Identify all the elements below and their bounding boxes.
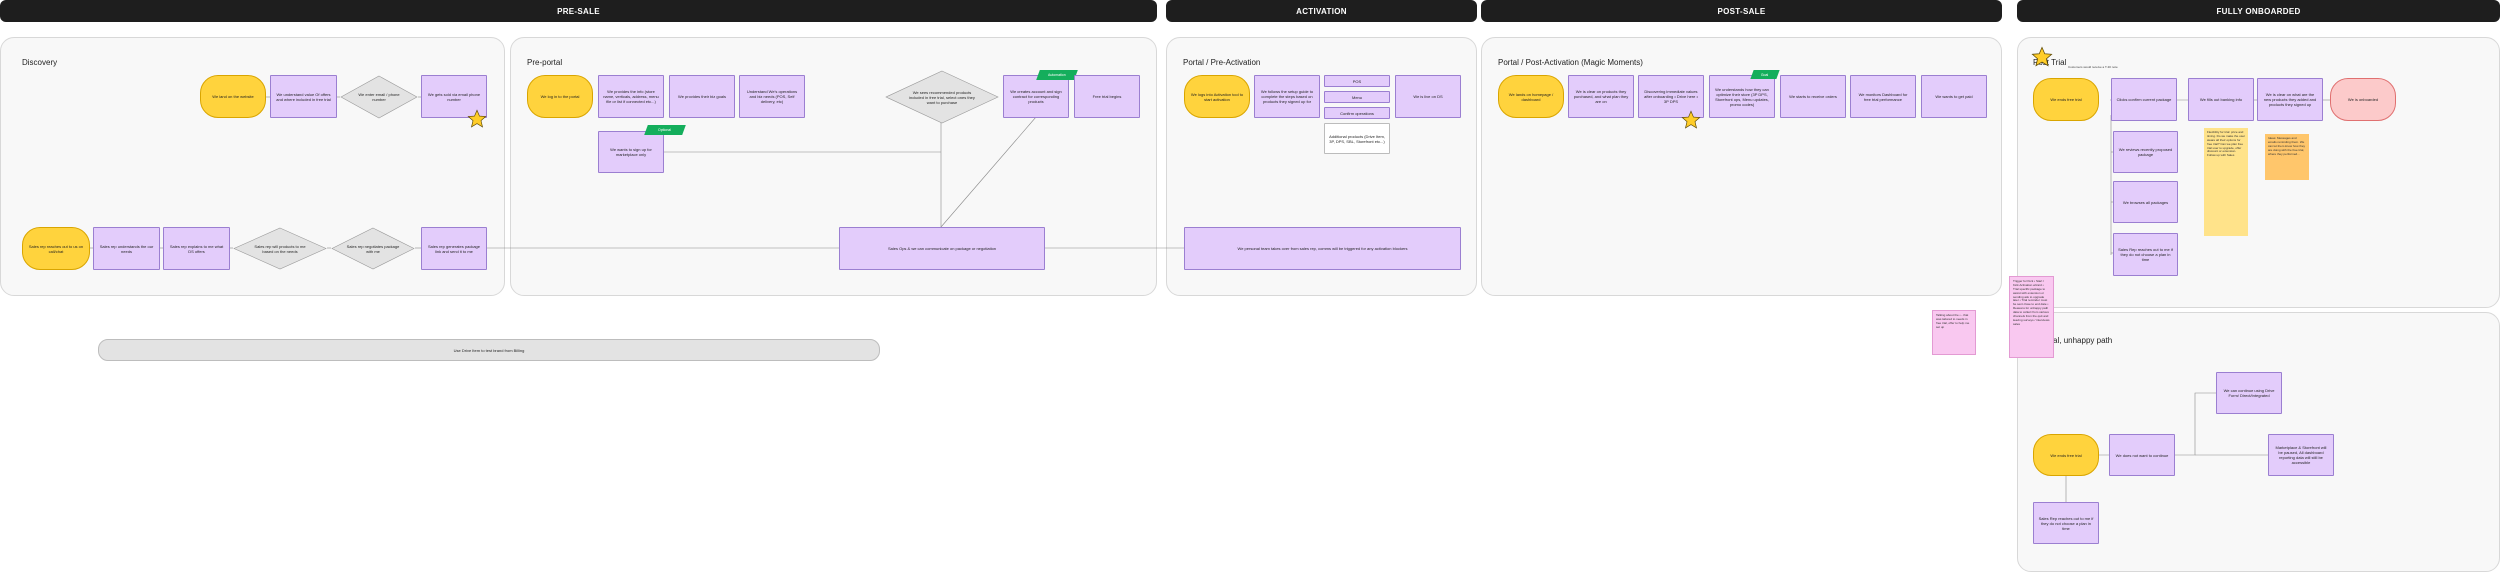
tag-optional: Optional xyxy=(644,125,686,135)
node-trial-begins: Free trial begins xyxy=(1074,75,1140,118)
sticky-yellow-note: Flexibility for trial: price and timing.… xyxy=(2204,128,2248,236)
star-icon xyxy=(467,109,487,128)
node-pos: POS xyxy=(1324,75,1390,87)
section-title-post-trial: Post Trial xyxy=(2033,58,2067,67)
sticky-pink-small: Talking about the • - that was tailored … xyxy=(1932,310,1976,355)
banner-postsale: POST-SALE xyxy=(1481,0,2002,22)
node-provide-goals: We provides their biz goals xyxy=(669,75,735,118)
section-title-pre-activation: Portal / Pre-Activation xyxy=(1183,58,1261,67)
note-upsell: Customers would receive a T-30 note xyxy=(2068,65,2118,69)
node-personal-team: We personal team takes over from sales r… xyxy=(1184,227,1461,270)
node-wants-paid: We wants to get paid xyxy=(1921,75,1987,118)
node-starts-orders: We starts to receive orders xyxy=(1780,75,1846,118)
sticky-pink-tall: Trigger for Kick • Start / Kick Activati… xyxy=(2009,276,2054,358)
node-pt-clear-all: We is clear on what are the new products… xyxy=(2257,78,2323,121)
node-login-portal: We log in to the portal xyxy=(527,75,593,118)
node-menu: Menu xyxy=(1324,91,1390,103)
node-sends-homepage: We lands on homepage / dashboard xyxy=(1498,75,1564,118)
node-pt-sales-reaches: Sales Rep reaches out to me if they do n… xyxy=(2113,233,2178,276)
banner-activation: ACTIVATION xyxy=(1166,0,1477,22)
node-pt-banking: We fills out banking info xyxy=(2188,78,2254,121)
tag-automation: Automation xyxy=(1036,70,1078,80)
node-uh-ends-trial: We ends free trial xyxy=(2033,434,2099,476)
section-title-discovery: Discovery xyxy=(22,58,58,67)
decision-recommended: We sees recommended products included in… xyxy=(885,70,999,124)
section-title-unhappy: Trial, unhappy path xyxy=(2044,336,2113,345)
decision-enter-email: We enter email / phone number xyxy=(340,75,418,119)
star-icon xyxy=(1681,110,1701,129)
node-addons: Additional products (Drive Item, 3P, DPS… xyxy=(1324,123,1390,154)
decision-enter-email-label: We enter email / phone number xyxy=(358,92,400,102)
node-uh-continue-drive: We can continue using Drive Form/ Direct… xyxy=(2216,372,2282,414)
node-sales-explains: Sales rep explains to me what DS offers xyxy=(163,227,230,270)
node-understand-ops: Understand We's operations and biz needs… xyxy=(739,75,805,118)
node-confirm-ops: Confirm operations xyxy=(1324,107,1390,119)
node-pt-ends-trial: We ends free trial xyxy=(2033,78,2099,121)
section-title-post-activation: Portal / Post-Activation (Magic Moments) xyxy=(1498,58,1643,67)
node-orders-products: We is clear on products they purchased, … xyxy=(1568,75,1634,118)
node-sales-ops: Sales Ops & we can communicate on packag… xyxy=(839,227,1045,270)
node-wants-signup: We wants to sign up for marketplace only xyxy=(598,131,664,173)
decision-sales-negotiate: Sales rep negotiates package with me xyxy=(331,227,415,270)
node-follows-guide: We follows the setup guide to complete t… xyxy=(1254,75,1320,118)
banner-presale: PRE-SALE xyxy=(0,0,1157,22)
tag-automation-label: Automation xyxy=(1048,73,1066,77)
decision-sales-tell-label: Sales rep will products to me based on t… xyxy=(254,243,306,254)
decision-recommended-label: We sees recommended products included in… xyxy=(909,89,975,105)
node-sales-generates: Sales rep generates package link and sen… xyxy=(421,227,487,270)
node-pt-browses: We browses all packages xyxy=(2113,181,2178,223)
node-sales-reaches: Sales rep reaches out to us on call/chat xyxy=(22,227,90,270)
node-gets-email: We gets sold via email phone number xyxy=(421,75,487,118)
node-pt-clicks-confirm: Clicks confirm current package xyxy=(2111,78,2177,121)
node-pt-onboarded: We is onboarded xyxy=(2330,78,2396,121)
node-live-on-ds: We is live on DS xyxy=(1395,75,1461,118)
node-sales-understands: Sales rep understands the our needs xyxy=(93,227,160,270)
node-uh-marketplace-paused: Marketplace & Storefront will be paused,… xyxy=(2268,434,2334,476)
tag-optional-label: Optional xyxy=(658,128,672,132)
node-understand-value: We understand value Of offers and where … xyxy=(270,75,337,118)
node-understands-tools: We understands how they can optimize the… xyxy=(1709,75,1775,118)
node-pt-reviews: We reviews recently proposed package xyxy=(2113,131,2178,173)
decision-sales-negotiate-label: Sales rep negotiates package with me xyxy=(346,243,400,254)
tag-goal: Goal xyxy=(1750,70,1780,79)
node-discovering: Discovering immediate values after onboa… xyxy=(1638,75,1704,118)
star-icon xyxy=(2031,46,2053,67)
node-monitors: We monitors Dashboard for free trial per… xyxy=(1850,75,1916,118)
node-uh-sales-reaches: Sales Rep reaches out to me if they do n… xyxy=(2033,502,2099,544)
banner-onboarded: FULLY ONBOARDED xyxy=(2017,0,2500,22)
node-provide-info: We provides the info (store name, vertic… xyxy=(598,75,664,118)
node-visit-website: We land on the website xyxy=(200,75,266,118)
node-creates-account: We creates account and sign contract for… xyxy=(1003,75,1069,118)
section-title-preportal: Pre-portal xyxy=(527,58,563,67)
tag-goal-label: Goal xyxy=(1761,72,1769,77)
sticky-orange-note: Ideas: Messages and emails reminding the… xyxy=(2265,134,2309,180)
decision-sales-tell: Sales rep will products to me based on t… xyxy=(233,227,327,270)
node-uh-not-continue: We does not want to continue xyxy=(2109,434,2175,476)
node-activation-tool: We logs into Activation tool to start ac… xyxy=(1184,75,1250,118)
billing-bar: Use Drive Item to test brand from Billin… xyxy=(98,339,880,361)
